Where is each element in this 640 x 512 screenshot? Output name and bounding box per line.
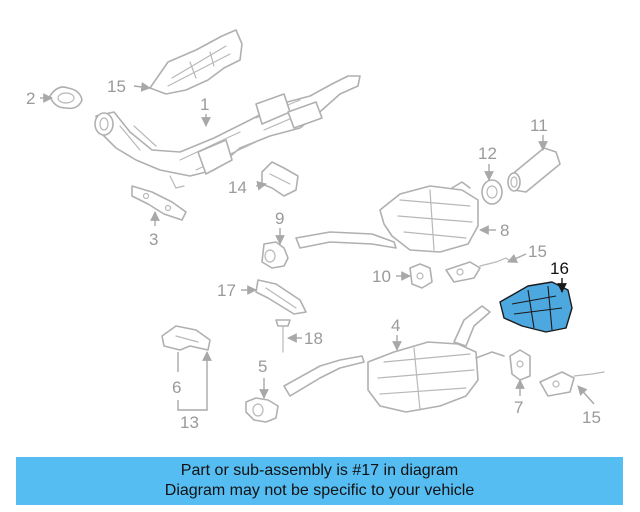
callout-19: 18 — [304, 329, 323, 348]
part-5-hanger — [245, 397, 279, 423]
part-11-tail-tip — [507, 147, 561, 193]
exhaust-system-diagram: 2 15 1 3 14 9 8 11 12 10 15 16 17 18 4 5… — [26, 29, 605, 432]
part-15-lower-bracket — [539, 371, 605, 397]
info-banner: Part or sub-assembly is #17 in diagram D… — [16, 457, 623, 505]
callout-7: 7 — [514, 398, 523, 417]
part-7-hanger — [509, 349, 531, 381]
banner-line-1: Part or sub-assembly is #17 in diagram — [180, 462, 459, 479]
callout-12: 12 — [478, 144, 497, 163]
callout-16: 15 — [107, 77, 126, 96]
part-6-bracket — [161, 325, 211, 351]
banner-line-2: Diagram may not be specific to your vehi… — [164, 482, 475, 499]
part-17-heat-shield-highlighted[interactable] — [499, 281, 573, 333]
callout-15-upper: 15 — [528, 242, 547, 261]
part-1-front-pipe — [94, 75, 361, 189]
part-16-heat-shield — [149, 29, 243, 95]
leader-lines — [40, 82, 595, 411]
part-18-heat-shield — [255, 279, 307, 315]
callout-1: 1 — [200, 95, 209, 114]
callout-15-lower: 15 — [582, 408, 601, 427]
callout-10: 10 — [372, 267, 391, 286]
callout-labels: 2 15 1 3 14 9 8 11 12 10 15 16 17 18 4 5… — [26, 77, 601, 432]
callout-13: 13 — [180, 413, 199, 432]
callout-9: 9 — [275, 209, 284, 228]
part-12-clamp — [481, 179, 503, 205]
part-15-upper-bracket — [445, 257, 513, 283]
callout-3: 3 — [149, 230, 158, 249]
part-8-center-muffler — [295, 181, 479, 253]
callout-11: 11 — [530, 116, 548, 135]
part-2-gasket — [49, 86, 83, 110]
part-19-bolt — [275, 319, 291, 353]
callout-18: 17 — [217, 281, 236, 300]
callout-14: 14 — [228, 178, 247, 197]
part-10-hanger — [409, 263, 433, 289]
callout-4: 4 — [391, 316, 400, 335]
part-14-hanger-bracket — [261, 161, 299, 197]
callout-5: 5 — [258, 357, 267, 376]
callout-2: 2 — [26, 89, 35, 108]
part-9-hanger — [261, 241, 289, 269]
callout-6: 6 — [172, 378, 181, 397]
part-4-rear-muffler — [283, 305, 505, 413]
callout-17: 16 — [550, 259, 569, 278]
part-3-bracket — [131, 185, 187, 221]
callout-8: 8 — [500, 221, 509, 240]
